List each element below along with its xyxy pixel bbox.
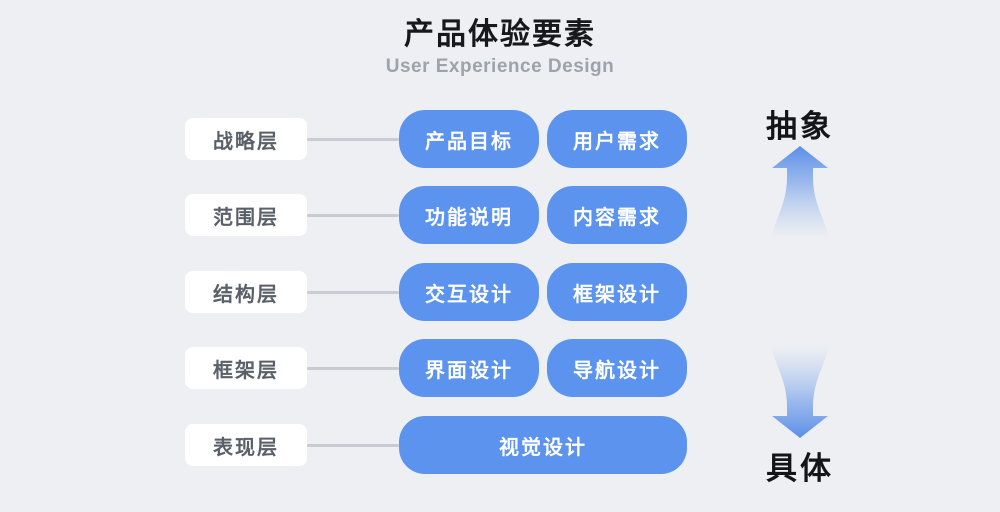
element-box: 交互设计 [399,263,539,321]
layer-label: 表现层 [185,424,307,466]
element-box: 内容需求 [547,186,687,244]
connector-line [307,443,399,447]
connector-line [307,137,399,141]
element-box: 功能说明 [399,186,539,244]
abstract-label: 抽象 [766,109,834,144]
layer-row-structure: 结构层 交互设计 框架设计 [185,263,687,321]
concrete-label: 具体 [766,451,834,486]
element-box-group: 产品目标 用户需求 [399,110,687,168]
element-box: 导航设计 [547,339,687,397]
layer-row-strategy: 战略层 产品目标 用户需求 [185,110,687,168]
gradient-arrow-down-icon [771,346,829,438]
page-title: 产品体验要素 [404,18,596,51]
element-box-group: 交互设计 框架设计 [399,263,687,321]
gradient-arrow-up-icon [771,146,829,238]
layer-label: 战略层 [185,118,307,160]
layer-row-surface: 表现层 视觉设计 [185,416,687,474]
page-subtitle: User Experience Design [385,56,615,77]
element-box: 产品目标 [399,110,539,168]
layer-row-scope: 范围层 功能说明 内容需求 [185,186,687,244]
layer-label: 框架层 [185,347,307,389]
element-box: 界面设计 [399,339,539,397]
element-box-group: 界面设计 导航设计 [399,339,687,397]
element-box-group: 功能说明 内容需求 [399,186,687,244]
element-box: 视觉设计 [399,416,687,474]
connector-line [307,366,399,370]
connector-line [307,290,399,294]
layer-label: 结构层 [185,271,307,313]
layer-label: 范围层 [185,194,307,236]
element-box: 用户需求 [547,110,687,168]
element-box-group: 视觉设计 [399,416,687,474]
connector-line [307,213,399,217]
element-box: 框架设计 [547,263,687,321]
layer-row-skeleton: 框架层 界面设计 导航设计 [185,339,687,397]
diagram-header: 产品体验要素 User Experience Design [0,0,1000,78]
